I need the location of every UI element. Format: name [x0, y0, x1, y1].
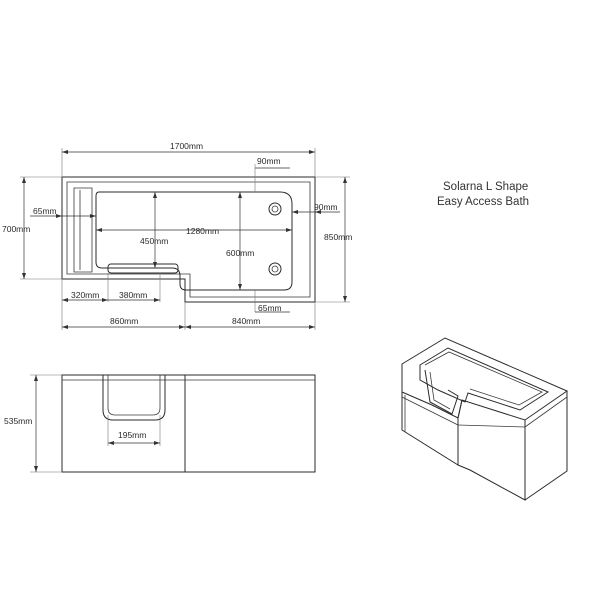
- plan-overflow: [268, 202, 282, 216]
- dim-edge-right: 90mm: [314, 202, 338, 212]
- iso-right-front: [457, 420, 526, 501]
- iso-step: [457, 399, 463, 419]
- front-door-cutout: [102, 375, 166, 421]
- iso-door-inner: [429, 371, 451, 410]
- dim-inner-length: 1280mm: [186, 226, 219, 236]
- title-line2: Easy Access Bath: [437, 196, 529, 208]
- plan-door-panel: [73, 187, 93, 273]
- isometric-view: [401, 337, 569, 501]
- dim-overall-length: 1700mm: [170, 141, 203, 151]
- front-elevation: 535mm 195mm: [4, 374, 316, 473]
- iso-left-rim: [401, 396, 459, 426]
- dim-door-seat-width: 380mm: [119, 290, 147, 300]
- plan-bathing-well: [95, 191, 293, 291]
- plan-overflow-inner: [271, 205, 279, 213]
- dim-edge-bottom-right: 65mm: [258, 303, 282, 313]
- iso-right-side: [524, 391, 568, 501]
- dim-inner-width-right: 600mm: [226, 248, 254, 258]
- iso-right-rim-2: [524, 396, 568, 428]
- plan-seat: [107, 263, 179, 274]
- plan-waste: [268, 262, 282, 276]
- dim-height: 535mm: [4, 416, 32, 426]
- title-line1: Solarna L Shape: [443, 181, 528, 193]
- iso-well: [419, 347, 550, 411]
- iso-well-inner: [424, 351, 543, 406]
- dim-base-left: 860mm: [110, 316, 138, 326]
- plan-view: 1700mm 90mm 700mm 850mm 65mm 90mm 1280mm: [2, 141, 352, 330]
- plan-waste-inner: [271, 265, 279, 273]
- dim-edge-left: 65mm: [33, 206, 57, 216]
- front-door-inner: [107, 375, 161, 416]
- dim-width-wide: 850mm: [324, 232, 352, 242]
- dim-edge-top-right: 90mm: [257, 156, 281, 166]
- dim-door-bottom-width: 195mm: [118, 430, 146, 440]
- plan-inner-rim: [66, 181, 311, 298]
- dim-inner-width-left: 450mm: [140, 236, 168, 246]
- front-panel-outline: [61, 374, 316, 473]
- dim-width-narrow: 700mm: [2, 224, 30, 234]
- dim-base-right: 840mm: [232, 316, 260, 326]
- plan-outer-outline: [61, 176, 316, 303]
- iso-door: [424, 369, 459, 415]
- iso-left-front: [401, 392, 459, 466]
- dim-door-seat-offset: 320mm: [71, 290, 99, 300]
- iso-right-rim: [457, 424, 526, 428]
